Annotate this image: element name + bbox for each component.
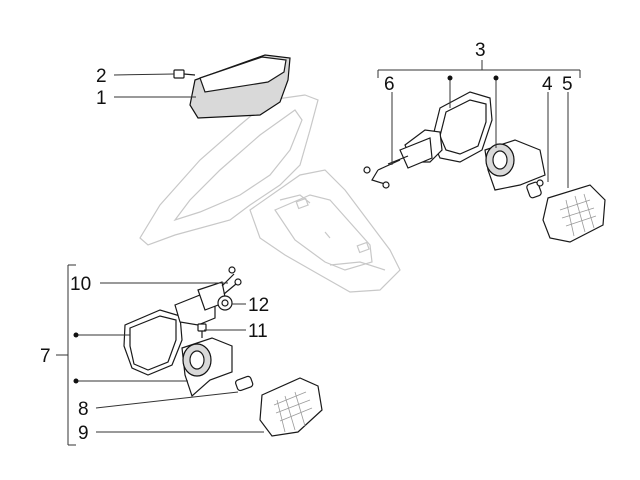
indicator-bulb-upper: [526, 179, 544, 199]
callout-12: 12: [248, 295, 269, 316]
callout-8: 8: [78, 399, 89, 420]
indicator-bulb-lower: [235, 375, 254, 392]
front-indicator-bracket: [484, 139, 546, 191]
front-indicator-body: [363, 91, 493, 189]
rear-indicator-screw: [197, 323, 207, 338]
leader-lines: [56, 60, 581, 446]
tail-lamp-screw: [173, 69, 196, 79]
callout-10: 10: [70, 274, 91, 295]
callout-11: 11: [248, 321, 268, 342]
callout-4: 4: [542, 74, 553, 95]
callout-labels: 2 1 3 6 4 5 10 12 11 7 8 9: [40, 40, 573, 444]
indicator-lens-upper: [542, 184, 606, 243]
rear-indicator-bracket: [181, 337, 233, 398]
leader-dots: [73, 75, 499, 384]
indicator-lens-lower: [259, 377, 323, 437]
callout-7: 7: [40, 346, 51, 367]
rear-indicator-nut: [217, 295, 233, 311]
rear-indicator-body: [123, 266, 242, 376]
callout-1: 1: [96, 88, 107, 109]
callout-2: 2: [96, 66, 107, 87]
callout-3: 3: [475, 40, 486, 61]
rear-mudguard-ghost: [139, 94, 401, 293]
callout-9: 9: [78, 423, 89, 444]
callout-6: 6: [384, 74, 395, 95]
tail-lamp: [189, 54, 291, 119]
callout-5: 5: [562, 74, 573, 95]
